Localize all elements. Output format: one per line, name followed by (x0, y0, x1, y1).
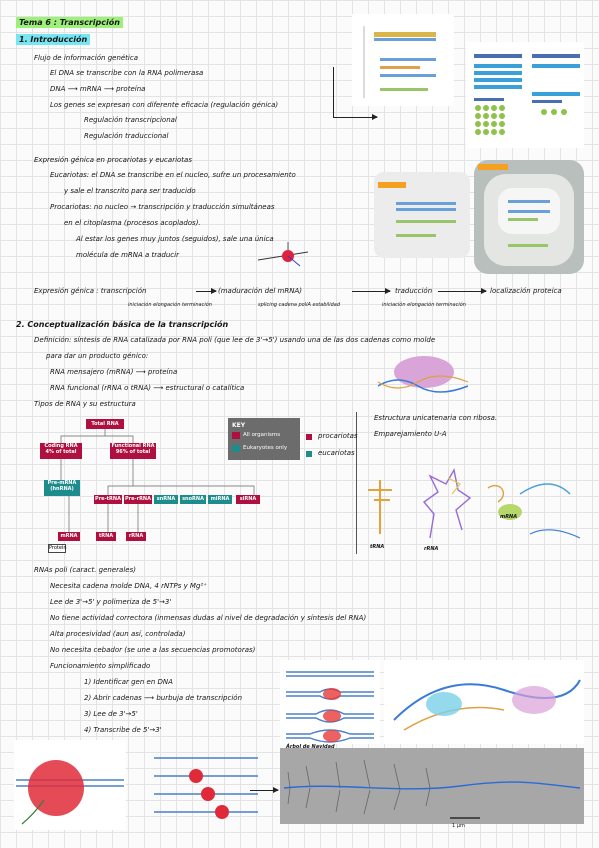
box-rrna: rRNA (126, 532, 146, 541)
flow-title: Flujo de información genética (34, 54, 139, 62)
christmas-tree-micrograph (280, 748, 584, 824)
chain-arrow-3 (438, 288, 487, 294)
box-pre-rrna: Pre-rRNA (124, 495, 152, 504)
prokaryote-figure (374, 172, 470, 258)
definition-line-1: Definición: síntesis de RNA catalizada p… (34, 336, 436, 344)
types-title: Tipos de RNA y su estructura (34, 400, 136, 408)
box-trna: tRNA (96, 532, 116, 541)
rna-tree-connectors (60, 429, 255, 532)
poli-item-6: Funcionamiento simplificado (50, 662, 151, 670)
expr-item-2: y sale el transcrito para ser traducido (64, 187, 196, 195)
page-title: Tema 6 : Transcripción (16, 17, 123, 28)
expr-item-1: Eucariotas: el DNA se transcribe en el n… (50, 171, 296, 179)
poli-item-4: Alta procesividad (aun así, controlada) (50, 630, 186, 638)
box-total-rna: Total RNA (86, 419, 124, 429)
right-note-1: Estructura unicatenaria con ribosa. (374, 414, 498, 422)
rna-polymerase-structure-figure (384, 660, 584, 744)
section-2-heading: 2. Conceptualización básica de la transc… (16, 320, 229, 329)
rna-polymerase-figure (378, 356, 468, 393)
label-mrna: mRNA (500, 514, 518, 520)
flow-item-3: Los genes se expresan con diferente efic… (50, 101, 279, 109)
divider-line (356, 412, 357, 554)
transcription-diagram-figure (352, 14, 454, 106)
box-mrna: mRNA (58, 532, 80, 541)
expr-item-3: Procariotas: no nucleo → transcripción y… (50, 203, 275, 211)
rna-structures-figure (368, 468, 581, 539)
definition-line-2: para dar un producto génico: (46, 352, 149, 360)
transcription-bubble-figure (14, 740, 126, 830)
label-rrna: rRNA (424, 546, 439, 552)
poli-step-4: 4) Transcribe de 5'→3' (84, 726, 162, 734)
legend-key: KEY (232, 422, 246, 429)
chain-arrow-1 (196, 288, 217, 294)
gene-expression-figure (466, 42, 584, 148)
flow-item-2: DNA ⟶ mRNA ⟶ proteína (50, 85, 146, 93)
poli-step-3: 3) Lee de 3'→5' (84, 710, 138, 718)
legend-euk-label: Eukaryotes only (243, 445, 288, 451)
eukaryote-figure (474, 160, 584, 274)
expr-item-6: molécula de mRNA a traducir (76, 251, 179, 259)
expr-item-5: Al estar los genes muy juntos (seguidos)… (76, 235, 274, 243)
box-snrna: snRNA (154, 495, 178, 504)
legend-note-2: eucariotas (318, 449, 355, 457)
polysome-sketch (258, 242, 308, 267)
legend-swatch-euk (232, 445, 240, 452)
arrow-to-micrograph (250, 787, 279, 793)
transcription-stages-figure (154, 757, 258, 819)
arrow-to-figure (333, 114, 378, 120)
poli-step-2: 2) Abrir cadenas ⟶ burbuja de transcripc… (84, 694, 243, 702)
box-snorna: snoRNA (180, 495, 206, 504)
flow-item-1: El DNA se transcribe con la RNA polimera… (50, 69, 204, 77)
chain-sub-3: iniciación elongación terminación (382, 302, 466, 308)
poli-item-1: Necesita cadena molde DNA, 4 rNTPs y Mg²… (50, 582, 207, 590)
rna-type-1: RNA mensajero (mRNA) ⟶ proteína (50, 368, 178, 376)
box-pre-mrna: Pre-mRNA (hnRNA) (44, 480, 80, 496)
box-functional-rna: Functional RNA 96% of total (110, 443, 156, 459)
poli-item-3: No tiene actividad correctora (inmensas … (50, 614, 367, 622)
label-trna: tRNA (370, 544, 385, 550)
box-coding-rna: Coding RNA 4% of total (40, 443, 82, 459)
legend-note-1: procariotas (318, 432, 358, 440)
chain-sub-1: iniciación elongación terminación (128, 302, 212, 308)
flow-sub-2: Regulación traduccional (84, 132, 169, 140)
box-protein: Protein (48, 544, 67, 553)
scale-label: 1 µm (452, 823, 465, 829)
poli-item-5: No necesita cebador (se une a las secuen… (50, 646, 256, 654)
chain-arrow-2 (352, 288, 391, 294)
box-pre-trna: Pre-tRNA (94, 495, 122, 504)
micrograph-label: Árbol de Navidad (286, 744, 335, 750)
poli-title: RNAs poli (caract. generales) (34, 566, 136, 574)
chain-step-4: localización proteica (490, 287, 562, 295)
chain-step-1: Expresión génica : transcripción (34, 287, 147, 295)
expr-title: Expresión génica en procariotas y eucari… (34, 156, 192, 164)
poli-item-2: Lee de 3'→5' y polimeriza de 5'→3' (50, 598, 172, 606)
rna-type-2: RNA funcional (rRNA o tRNA) ⟶ estructura… (50, 384, 245, 392)
legend-all-label: All organisms (243, 432, 281, 438)
box-sirna: siRNA (236, 495, 260, 504)
legend-note-swatch-2 (306, 451, 312, 457)
section-1-heading: 1. Introducción (16, 34, 91, 45)
bracket-line (333, 67, 334, 117)
right-note-2: Emparejamiento U-A (374, 430, 447, 438)
box-mirna: miRNA (208, 495, 232, 504)
chain-sub-2: splicing cadena poliA estabilidad (258, 302, 340, 308)
legend-panel: KEY All organisms Eukaryotes only (228, 418, 300, 460)
legend-note-swatch-1 (306, 434, 312, 440)
legend-swatch-all (232, 432, 240, 439)
poli-step-1: 1) Identificar gen en DNA (84, 678, 173, 686)
chain-step-3: traducción (395, 287, 433, 295)
transcription-steps-figure (280, 660, 380, 744)
flow-sub-1: Regulación transcripcional (84, 116, 177, 124)
chain-step-2: (maduración del mRNA) (218, 287, 302, 295)
expr-item-4: en el citoplasma (procesos acoplados). (64, 219, 201, 227)
